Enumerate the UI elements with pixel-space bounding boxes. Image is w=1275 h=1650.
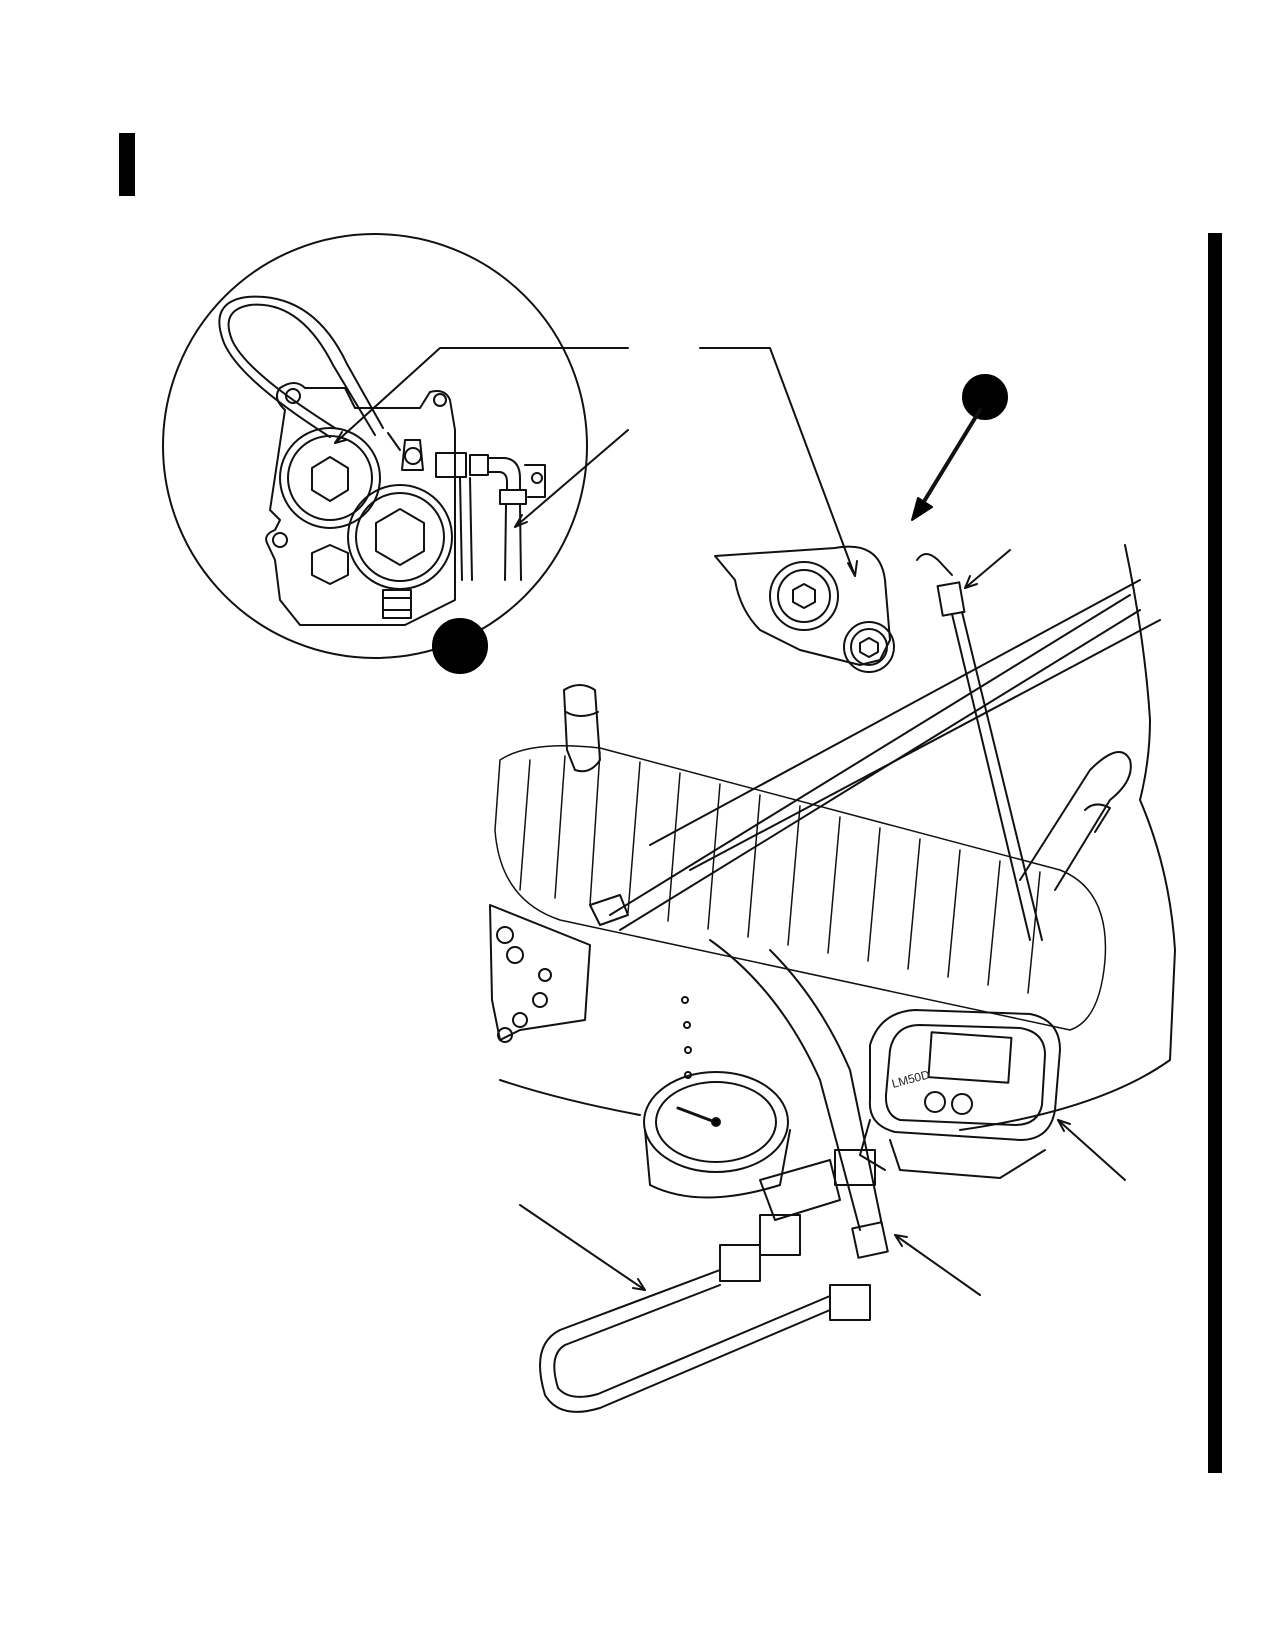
- change-bar-top-left: [119, 133, 135, 196]
- gauge-hose: [709, 939, 883, 1231]
- engine-panel: [489, 904, 591, 1041]
- dotted-route: [681, 996, 692, 1079]
- gauge-needle: [676, 1106, 717, 1124]
- tee-fitting: [759, 1159, 841, 1221]
- long-pressure-tube: [609, 594, 1141, 931]
- detail-pressure-line: [504, 504, 522, 581]
- detail-hose-loop: [227, 303, 376, 436]
- detail-circle: [162, 233, 588, 659]
- view-direction-arrow: [918, 408, 982, 510]
- digital-meter: LM50D: [859, 1009, 1061, 1179]
- detail-leader-lower: [514, 429, 629, 528]
- side-pipe: [1019, 751, 1132, 891]
- detail-leader-upper: [334, 347, 629, 444]
- analog-pressure-gauge: [643, 1071, 791, 1199]
- upper-hose: [563, 684, 601, 773]
- leader-to-bleed-valve: [699, 347, 856, 577]
- leader-to-loop-tube: [519, 1204, 646, 1291]
- main-callout-dot: [962, 374, 1008, 420]
- detail-callout-dot: [432, 618, 488, 674]
- detail-bottom-fitting: [382, 589, 412, 619]
- meter-button-left: [924, 1091, 946, 1113]
- detail-mount-plate: [265, 382, 456, 626]
- meter-button-right: [951, 1093, 973, 1115]
- pressure-line: [951, 611, 1043, 941]
- detail-small-hex: [311, 544, 349, 585]
- change-bar-right: [1208, 233, 1222, 1473]
- engine-bracket: [714, 545, 891, 666]
- meter-model-label: LM50D: [890, 1067, 931, 1091]
- meter-display: [927, 1031, 1013, 1084]
- leader-to-fitting: [964, 549, 1011, 589]
- main-view: LM50D: [489, 347, 1176, 1413]
- leader-to-meter: [1057, 1119, 1126, 1181]
- leader-to-hose-fitting: [894, 1234, 981, 1296]
- detail-large-nut-right: [347, 484, 453, 590]
- detail-view: [162, 233, 629, 674]
- detail-large-nut-left: [279, 427, 381, 529]
